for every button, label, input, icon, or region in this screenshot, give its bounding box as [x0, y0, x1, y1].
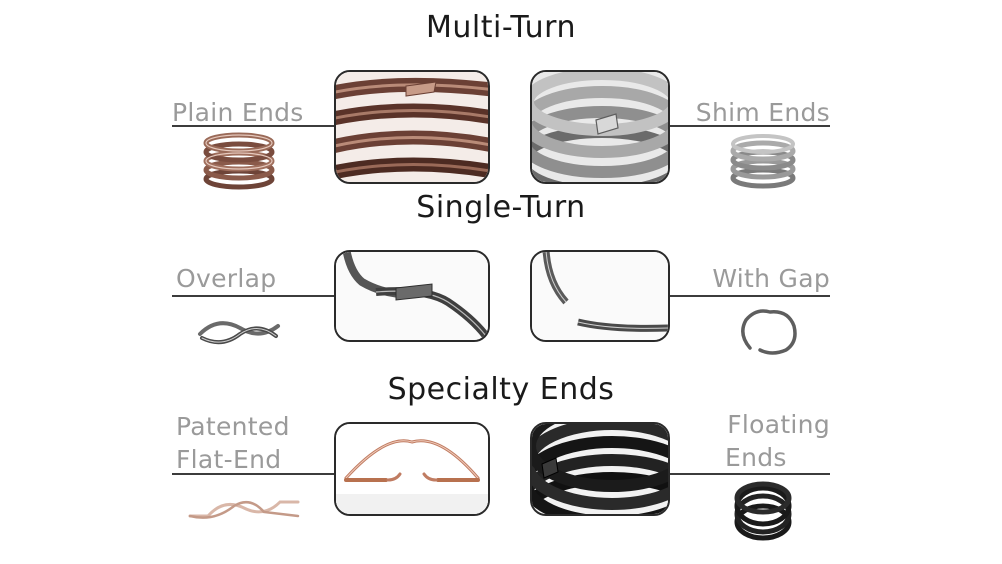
floating-ends-rule — [668, 473, 830, 475]
with-gap-spring-image — [736, 304, 800, 358]
single-turn-heading: Single-Turn — [416, 190, 586, 225]
overlap-zoom-frame — [334, 250, 490, 342]
shim-ends-rule — [668, 125, 830, 127]
flat-end-rule — [172, 473, 334, 475]
flat-end-zoom-frame — [334, 422, 490, 516]
plain-ends-rule — [172, 125, 334, 127]
flat-end-spring-image — [184, 494, 304, 524]
overlap-label: Overlap — [176, 264, 277, 293]
specialty-ends-heading: Specialty Ends — [387, 372, 615, 407]
plain-ends-zoom-frame — [334, 70, 490, 184]
floating-ends-zoom-frame — [530, 422, 670, 516]
shim-ends-zoom-frame — [530, 70, 670, 184]
shim-ends-spring-image — [728, 132, 798, 190]
with-gap-label: With Gap — [712, 264, 830, 293]
flat-end-label-line2: Flat-End — [176, 445, 282, 474]
plain-ends-spring-image — [200, 132, 278, 190]
floating-ends-spring-image — [730, 478, 796, 544]
ends-label-line2: Ends — [725, 443, 787, 472]
with-gap-zoom-frame — [530, 250, 670, 342]
overlap-spring-image — [196, 312, 282, 350]
shim-ends-label: Shim Ends — [695, 98, 830, 127]
multi-turn-heading: Multi-Turn — [425, 10, 576, 45]
floating-label-line1: Floating — [727, 410, 830, 439]
plain-ends-label: Plain Ends — [172, 98, 304, 127]
overlap-rule — [172, 295, 334, 297]
with-gap-rule — [668, 295, 830, 297]
patented-label-line1: Patented — [176, 412, 290, 441]
